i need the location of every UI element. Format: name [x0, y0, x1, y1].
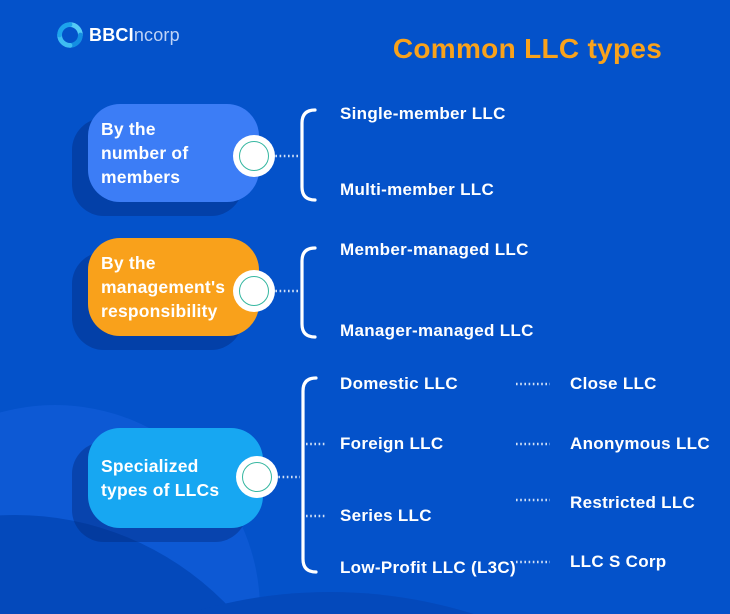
llc-type-item: Series LLC — [340, 506, 432, 525]
llc-type-item: Manager-managed LLC — [340, 321, 534, 340]
connector-node-1 — [233, 135, 275, 177]
bracket-section-1 — [300, 108, 317, 202]
brand-name-light: ncorp — [133, 24, 180, 45]
brand-name-bold: BBCI — [89, 24, 134, 45]
category-label-line: By the — [101, 119, 156, 139]
llc-type-item: Foreign LLC — [340, 434, 444, 453]
category-label-line: By the — [101, 253, 156, 273]
llc-type-item: LLC S Corp — [570, 552, 667, 571]
category-label-line: number of — [101, 143, 189, 163]
category-label-line: management's — [101, 277, 226, 297]
connector-node-3 — [236, 456, 278, 498]
connector-node-2 — [233, 270, 275, 312]
node-ring — [242, 462, 272, 492]
category-box-specialized: Specialized types of LLCs — [88, 428, 263, 528]
category-label-line: responsibility — [101, 301, 218, 321]
category-box-members: By the number of members — [88, 104, 259, 202]
llc-type-item: Close LLC — [570, 374, 657, 393]
node-ring — [239, 141, 269, 171]
category-label-line: members — [101, 167, 181, 187]
page-title: Common LLC types — [392, 33, 663, 64]
llc-type-item: Low-Profit LLC (L3C) — [340, 558, 516, 577]
llc-type-item: Anonymous LLC — [570, 434, 710, 453]
llc-type-item: Multi-member LLC — [340, 180, 495, 199]
category-label-line: types of LLCs — [101, 480, 220, 500]
bracket-section-3 — [301, 376, 318, 574]
llc-type-item: Member-managed LLC — [340, 240, 529, 259]
swirl-logo-icon — [57, 22, 83, 48]
node-ring — [239, 276, 269, 306]
llc-type-item: Domestic LLC — [340, 374, 458, 393]
category-box-management: By the management's responsibility — [88, 238, 259, 336]
category-label-line: Specialized — [101, 456, 199, 476]
llc-type-item: Restricted LLC — [570, 493, 696, 512]
llc-type-item: Single-member LLC — [340, 104, 506, 123]
bracket-section-2 — [300, 246, 317, 339]
